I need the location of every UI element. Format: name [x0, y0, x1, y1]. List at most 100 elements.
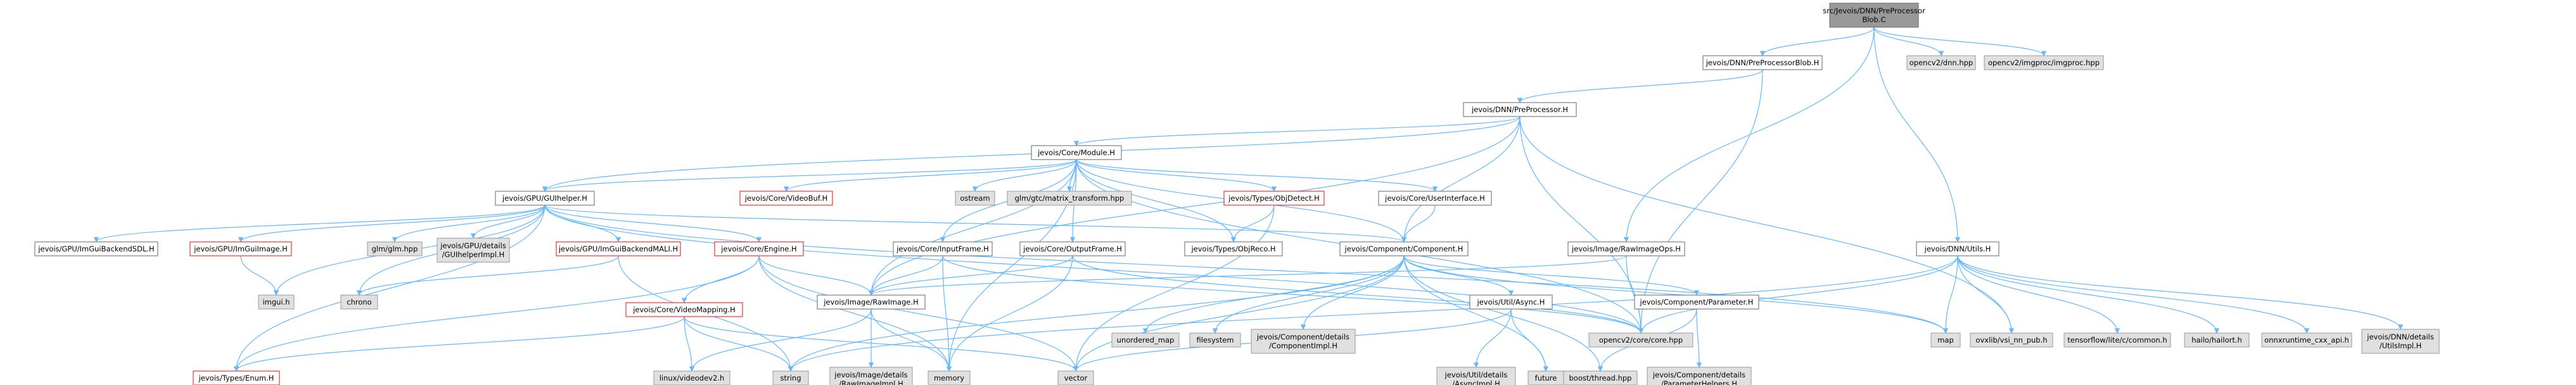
edge-dnnutils-to-opencvcore	[1638, 255, 1958, 334]
node-box	[1184, 241, 1283, 256]
edge-rawimageops-to-opencvcore	[1626, 255, 1644, 334]
edge-inputframe-to-memory	[942, 255, 952, 372]
edge-videomapping-to-videodev2	[684, 316, 695, 372]
edge-pp-to-ovxlib	[1519, 116, 2015, 334]
node-label: glm/glm.hpp	[372, 244, 418, 253]
node-inputframe[interactable]: jevois/Core/InputFrame.H	[893, 241, 993, 256]
node-box	[955, 191, 995, 206]
edge-dnnutils-to-hailort	[1957, 255, 2220, 334]
edge-component-to-vector	[1073, 255, 1405, 372]
node-hailort: hailo/hailort.h	[2184, 332, 2250, 348]
edge-ppblob-to-pp	[1517, 69, 1763, 103]
node-rawimageops[interactable]: jevois/Image/RawImageOps.H	[1567, 241, 1685, 256]
edge-engine-to-memory	[758, 255, 952, 372]
node-label: jevois/DNN/PreProcessorBlob.H	[1706, 58, 1820, 67]
node-box	[189, 241, 292, 256]
node-label: jevois/GPU/details	[440, 241, 506, 250]
node-label: glm/gtc/matrix_transform.hpp	[1015, 194, 1125, 203]
node-videodev2: linux/videodev2.h	[653, 370, 730, 385]
node-imguimali[interactable]: jevois/GPU/ImGuiBackendMALI.H	[556, 241, 681, 256]
node-label: chrono	[347, 298, 371, 306]
edge-module-to-userif	[1076, 159, 1438, 192]
node-string: string	[772, 370, 809, 385]
node-unordered-map: unordered_map	[1111, 332, 1180, 348]
node-label: jevois/Image/RawImage.H	[823, 298, 919, 306]
node-label: linux/videodev2.h	[660, 374, 725, 382]
node-videomapping[interactable]: jevois/Core/VideoMapping.H	[625, 302, 743, 317]
node-component[interactable]: jevois/Component/Component.H	[1339, 241, 1469, 256]
node-rawimage[interactable]: jevois/Image/RawImage.H	[817, 294, 926, 310]
edge-main-to-cvdnn	[1873, 27, 1944, 56]
node-label: jevois/Image/RawImageOps.H	[1571, 244, 1681, 253]
edge-guihelper-to-engine	[544, 205, 762, 243]
node-label: jevois/Component/Parameter.H	[1640, 298, 1754, 306]
node-label: Blob.C	[1862, 15, 1885, 24]
node-engine[interactable]: jevois/Core/Engine.H	[714, 241, 804, 256]
node-box	[714, 241, 804, 256]
node-ostream: ostream	[955, 191, 995, 206]
node-box	[1647, 367, 1752, 385]
node-box	[1007, 191, 1132, 206]
edge-main-to-cvimgproc	[1873, 27, 2047, 56]
node-ppblob[interactable]: jevois/DNN/PreProcessorBlob.H	[1702, 55, 1823, 70]
edge-imguimali-to-chrono	[356, 255, 619, 296]
node-box	[829, 367, 913, 385]
node-cvdnn: opencv2/dnn.hpp	[1906, 55, 1976, 70]
node-imguiimage[interactable]: jevois/GPU/ImGuiImage.H	[189, 241, 292, 256]
node-async[interactable]: jevois/Util/Async.H	[1469, 294, 1553, 310]
edge-module-to-rawimage	[868, 159, 1077, 296]
node-opencvcore: opencv2/core/core.hpp	[1588, 332, 1693, 348]
node-videobuf[interactable]: jevois/Core/VideoBuf.H	[739, 191, 833, 206]
node-label: map	[1937, 336, 1954, 344]
node-label: jevois/DNN/details	[2366, 332, 2433, 341]
node-label: jevois/GPU/ImGuiBackendSDL.H	[37, 244, 154, 253]
node-dnnutils[interactable]: jevois/DNN/Utils.H	[1916, 241, 1999, 256]
edge-guihelper-to-enum	[233, 205, 545, 372]
node-rawimageimpl: jevois/Image/details/RawImageImpl.H	[829, 367, 913, 385]
edge-guihelper-to-imguiimage	[238, 205, 545, 243]
node-label: jevois/Core/InputFrame.H	[896, 244, 989, 253]
node-label: onnxruntime_cxx_api.h	[2264, 336, 2349, 344]
node-filesystem: filesystem	[1189, 332, 1241, 348]
node-main[interactable]: src/Jevois/DNN/PreProcessorBlob.C	[1823, 3, 1925, 28]
node-glmmatrix: glm/gtc/matrix_transform.hpp	[1007, 191, 1132, 206]
node-label: jevois/Component/Component.H	[1344, 244, 1463, 253]
node-pp[interactable]: jevois/DNN/PreProcessor.H	[1463, 102, 1577, 117]
edge-guihelper-to-imguimali	[544, 205, 622, 243]
node-label: jevois/Core/VideoMapping.H	[632, 305, 736, 314]
edge-component-to-parameter	[1403, 255, 1700, 296]
node-label: ovxlib/vsi_nn_pub.h	[1975, 336, 2047, 344]
node-imguisdl[interactable]: jevois/GPU/ImGuiBackendSDL.H	[34, 241, 158, 256]
node-box	[1702, 55, 1823, 70]
edge-module-to-ostream	[972, 159, 1077, 192]
edge-guihelper-to-opencvcore	[544, 205, 1644, 334]
node-objreco[interactable]: jevois/Types/ObjReco.H	[1184, 241, 1283, 256]
node-label: jevois/Util/Async.H	[1477, 298, 1545, 306]
node-box	[258, 294, 295, 310]
node-boostthread: boost/thread.hpp	[1563, 370, 1638, 385]
node-label: /AsyncImpl.H	[1452, 379, 1500, 385]
node-parameter[interactable]: jevois/Component/Parameter.H	[1634, 294, 1759, 310]
node-label: /UtilsImpl.H	[2380, 341, 2422, 350]
node-outputframe[interactable]: jevois/Core/OutputFrame.H	[1019, 241, 1126, 256]
edge-inputframe-to-rawimage	[868, 255, 943, 296]
node-userif[interactable]: jevois/Core/UserInterface.H	[1378, 191, 1492, 206]
edge-rawimage-to-videodev2	[689, 308, 872, 372]
node-label: hailo/hailort.h	[2191, 336, 2242, 344]
edge-engine-to-vector	[758, 255, 1079, 372]
node-label: jevois/Util/details	[1444, 370, 1508, 379]
node-box	[437, 237, 510, 263]
node-label: opencv2/dnn.hpp	[1910, 58, 1973, 67]
node-utilsimpl: jevois/DNN/details/UtilsImpl.H	[2361, 329, 2440, 354]
node-future: future	[1527, 370, 1564, 385]
node-objdetect[interactable]: jevois/Types/ObjDetect.H	[1223, 191, 1325, 206]
node-enum[interactable]: jevois/Types/Enum.H	[193, 370, 280, 385]
node-guihelper[interactable]: jevois/GPU/GUIhelper.H	[495, 191, 595, 206]
node-guihelperimpl: jevois/GPU/details/GUIhelperImpl.H	[437, 237, 510, 263]
node-label: src/Jevois/DNN/PreProcessor	[1823, 6, 1925, 15]
node-module[interactable]: jevois/Core/Module.H	[1031, 145, 1122, 160]
node-compimpl: jevois/Component/details/ComponentImpl.H	[1251, 329, 1356, 354]
node-box	[653, 370, 730, 385]
edge-engine-to-rawimage	[758, 255, 874, 296]
node-box	[1906, 55, 1976, 70]
